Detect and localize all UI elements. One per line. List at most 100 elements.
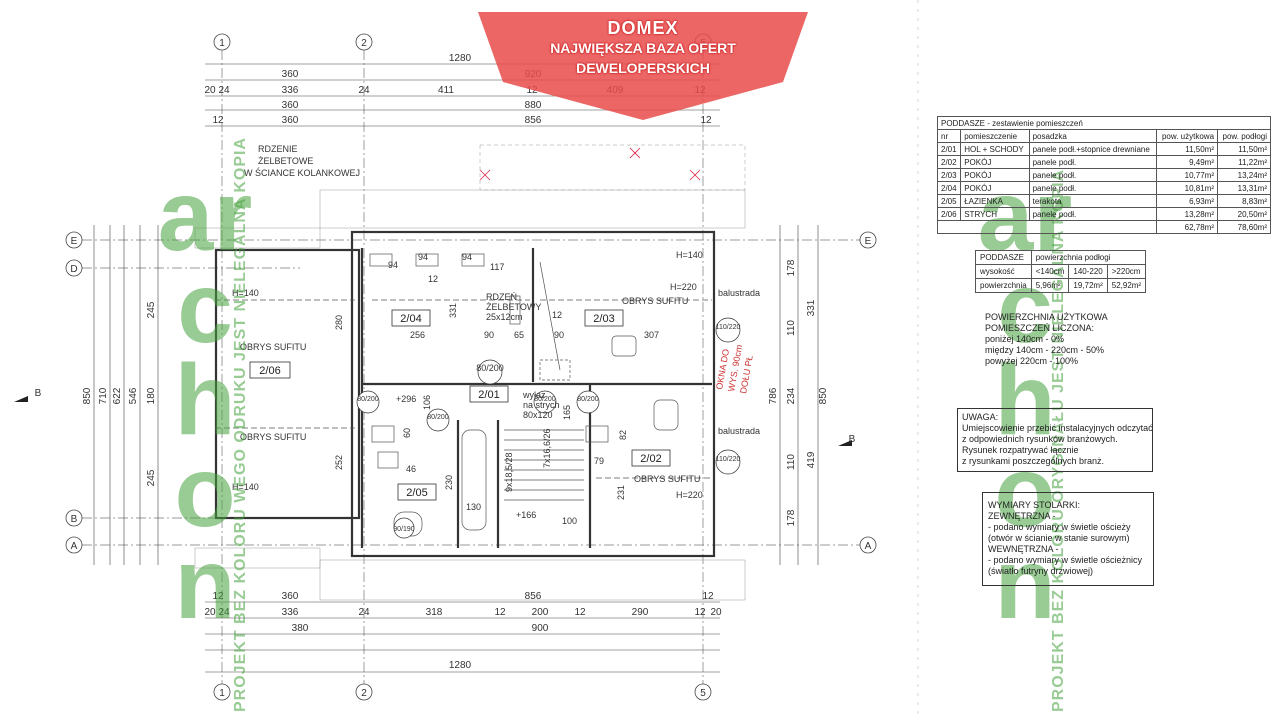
interior-dim: 90 — [554, 330, 564, 340]
cell: 2/04 — [936, 181, 962, 195]
note-line: Umiejscowienie przebić instalacyjnych od… — [962, 423, 1153, 433]
cell: 8,83m² — [1217, 194, 1271, 208]
ceiling-outline-label: OBRYS SUFITU — [634, 474, 700, 484]
interior-dim: 79 — [594, 456, 604, 466]
dim-right-178: 178 — [786, 259, 797, 276]
note-line: - podano wymiary w świetle ościeży — [988, 522, 1131, 532]
interior-dim: 46 — [406, 464, 416, 474]
stairs-label-2: 9x18,5/28 — [504, 452, 514, 492]
header-floor-area: pow. podłogi — [1217, 129, 1271, 143]
watermark-vertical-left: PROJEKT BEZ KOLORU WEGO ODRUKU JEST NIEL… — [232, 137, 249, 712]
dim-right-178b: 178 — [786, 509, 797, 526]
core-label-2: ŻELBETOWE — [258, 156, 313, 166]
dim-left-710: 710 — [98, 387, 109, 404]
cell: 5,96m² — [1030, 278, 1070, 293]
interior-dim: 165 — [562, 405, 572, 420]
dim-left-546: 546 — [128, 387, 139, 404]
dim-bot-12e: 12 — [694, 607, 706, 618]
door-label: 80/200 — [427, 414, 449, 421]
dim-left-245b: 245 — [146, 469, 157, 486]
cell: HOL + SCHODY — [960, 142, 1030, 156]
cell: panele podł.+stopnice drewniane — [1028, 142, 1158, 156]
header-room: pomieszczenie — [960, 129, 1030, 143]
balustrade-label: balustrada — [718, 426, 760, 436]
dim-bot-290: 290 — [632, 607, 649, 618]
cell: 13,24m² — [1217, 168, 1271, 182]
note-line: poniżej 140cm - 0% — [985, 334, 1065, 344]
grid-lines — [82, 50, 870, 690]
dim-bot-380: 380 — [292, 623, 309, 634]
note-line: UWAGA: — [962, 412, 999, 422]
dim-100-label: 100 — [562, 516, 577, 526]
cell: 13,28m² — [1156, 207, 1219, 221]
dim-bot-total: 1280 — [449, 660, 472, 671]
interior-dim: 65 — [514, 330, 524, 340]
cell: panele podł. — [1028, 168, 1158, 182]
door-tags — [356, 317, 741, 539]
axis-bottom-5: 5 — [700, 688, 706, 699]
cell: 2/03 — [936, 168, 962, 182]
cell: 2/02 — [936, 155, 962, 169]
dim-left-622: 622 — [112, 387, 123, 404]
dim-top-360b: 360 — [282, 100, 299, 111]
hatch-label-1: wyłaz — [522, 390, 546, 400]
ceiling-outline-label: OBRYS SUFITU — [240, 342, 306, 352]
cell: 2/06 — [936, 207, 962, 221]
cell: 13,31m² — [1217, 181, 1271, 195]
dim-bot-12c: 12 — [494, 607, 506, 618]
usable-area-note: POWIERZCHNIA UŻYTKOWA POMIESZCZEŃ LICZON… — [985, 312, 1108, 367]
walls — [214, 230, 716, 558]
dim-right-110b: 110 — [786, 454, 797, 470]
interior-dim: 82 — [618, 430, 628, 440]
door-label: 80/200 — [534, 396, 556, 403]
interior-dim: 230 — [444, 475, 454, 490]
note-line: (światło futryny drzwiowej) — [988, 566, 1094, 576]
cell: wysokość — [975, 264, 1032, 279]
domex-banner-shape — [478, 12, 808, 120]
axis-bottom-2: 2 — [361, 688, 367, 699]
dim-top-24b: 24 — [358, 85, 370, 96]
window-note: OKNA DO WYS. 90cm DOŁU PŁ — [714, 344, 755, 395]
dim-top-24: 24 — [218, 85, 230, 96]
room-table-title: PODDASZE - zestawienie pomieszczeń — [937, 116, 1271, 130]
interior-dim: 60 — [402, 428, 412, 438]
note-line: WYMIARY STOLARKI: — [988, 500, 1081, 510]
axis-left-a: A — [71, 541, 78, 552]
interior-dim: 307 — [644, 330, 659, 340]
dim-top-12: 12 — [526, 85, 538, 96]
dim-bot-20: 20 — [204, 607, 216, 618]
core-label-1: RDZENIE — [258, 144, 298, 154]
door-label: 80/200 — [357, 396, 379, 403]
domex-banner: DOMEX NAJWIĘKSZA BAZA OFERT DEWELOPERSKI… — [478, 18, 808, 78]
axis-top-2: 2 — [361, 38, 367, 49]
cell: 19,72m² — [1068, 278, 1108, 293]
dim-top-880: 880 — [525, 100, 542, 111]
hatch-label-2: na strych — [523, 400, 560, 410]
dim-top-total: 1280 — [449, 53, 472, 64]
room-2-04: 2/04 — [400, 313, 421, 325]
dim-bot-24b: 24 — [358, 607, 370, 618]
cell: 140-220 — [1068, 264, 1108, 279]
dim-bot-360: 360 — [282, 591, 299, 602]
roof-hatching — [194, 144, 746, 601]
door-label: 110/220 — [716, 456, 741, 463]
header-usable-area: pow. użytkowa — [1156, 129, 1219, 143]
dim-bot-336: 336 — [282, 607, 299, 618]
interior-dim: 252 — [334, 455, 344, 470]
dim-right-110: 110 — [786, 320, 797, 336]
door-label: 80/200 — [476, 363, 504, 373]
cell: 11,50m² — [1156, 142, 1219, 156]
axis-right-e: E — [865, 236, 872, 247]
axis-left-e: E — [71, 236, 78, 247]
cell: 9,49m² — [1156, 155, 1219, 169]
interior-dim: 12 — [428, 274, 438, 284]
cell: >220cm — [1106, 264, 1147, 279]
interior-dim: 256 — [410, 330, 425, 340]
room-numbers: 2/04 2/03 2/01 2/06 2/05 2/02 — [259, 313, 661, 499]
height-label: H=140 — [232, 482, 259, 492]
cell: 52,92m² — [1106, 278, 1147, 293]
banner-brand: DOMEX — [607, 18, 679, 38]
